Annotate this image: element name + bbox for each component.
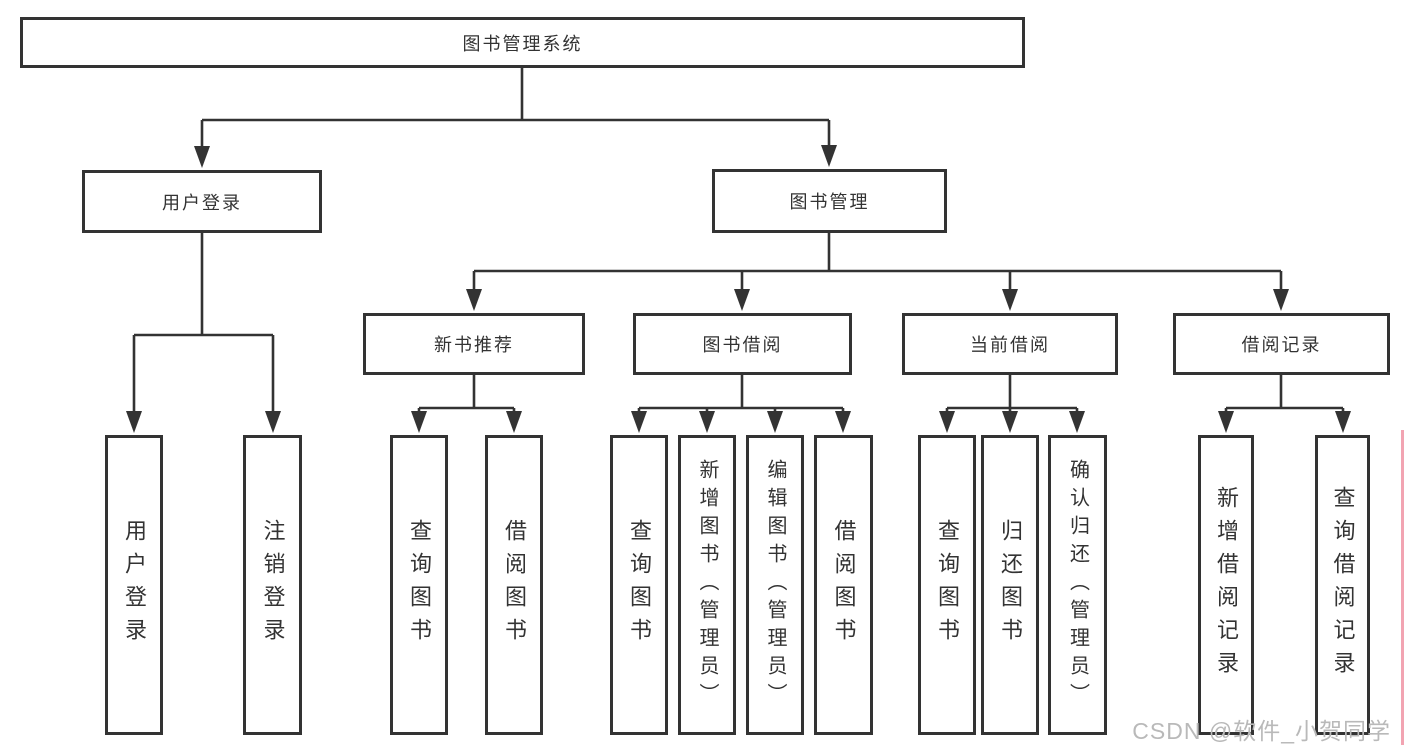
node-leaf-bb-edit-books-admin: 编辑图书（管理员）	[746, 435, 804, 735]
right-edge-accent-line	[1401, 430, 1404, 745]
node-label: 图书借阅	[702, 335, 783, 355]
node-borrowing-records: 借阅记录	[1173, 313, 1390, 375]
node-leaf-br-add-record: 新增借阅记录	[1198, 435, 1254, 735]
node-label: 用户登录	[122, 519, 147, 651]
node-label: 借阅图书	[502, 519, 527, 651]
node-book-borrowing: 图书借阅	[633, 313, 852, 375]
node-leaf-bb-query-books: 查询图书	[610, 435, 668, 735]
node-leaf-cb-query-books: 查询图书	[918, 435, 976, 735]
node-leaf-cb-confirm-return-admin: 确认归还（管理员）	[1048, 435, 1107, 735]
node-label: 查询图书	[627, 519, 652, 651]
node-user-login: 用户登录	[82, 170, 322, 233]
node-label: 注销登录	[260, 519, 286, 651]
node-label: 新增图书（管理员）	[696, 459, 718, 711]
node-leaf-rec-query-books: 查询图书	[390, 435, 448, 735]
node-new-book-recommendation: 新书推荐	[363, 313, 585, 375]
node-label: 图书管理	[789, 192, 870, 212]
node-label: 查询借阅记录	[1330, 486, 1356, 684]
node-label: 编辑图书（管理员）	[764, 459, 786, 711]
node-label: 查询图书	[407, 519, 432, 651]
node-label: 确认归还（管理员）	[1066, 459, 1089, 711]
node-leaf-rec-borrow-books: 借阅图书	[485, 435, 543, 735]
node-label: 借阅记录	[1241, 335, 1322, 355]
node-label: 用户登录	[162, 192, 242, 213]
node-leaf-br-query-record: 查询借阅记录	[1315, 435, 1370, 735]
node-label: 查询图书	[935, 519, 960, 651]
node-book-management: 图书管理	[712, 169, 947, 233]
node-leaf-user-login: 用户登录	[105, 435, 163, 735]
node-leaf-bb-add-books-admin: 新增图书（管理员）	[678, 435, 736, 735]
node-label: 图书管理系统	[462, 33, 583, 54]
node-library-management-system: 图书管理系统	[20, 17, 1025, 68]
watermark: CSDN @软件_小贺同学	[1132, 718, 1391, 744]
node-leaf-cb-return-books: 归还图书	[981, 435, 1039, 735]
node-label: 新书推荐	[434, 335, 514, 355]
node-leaf-logout: 注销登录	[243, 435, 302, 735]
node-label: 新增借阅记录	[1214, 486, 1239, 684]
node-label: 归还图书	[998, 519, 1023, 651]
node-label: 借阅图书	[831, 519, 857, 651]
node-leaf-bb-borrow-books: 借阅图书	[814, 435, 873, 735]
node-current-borrowing: 当前借阅	[902, 313, 1118, 375]
node-label: 当前借阅	[970, 335, 1050, 355]
